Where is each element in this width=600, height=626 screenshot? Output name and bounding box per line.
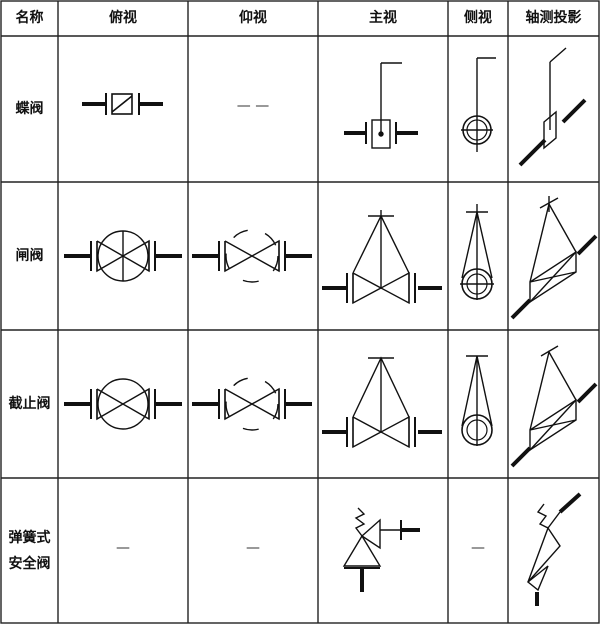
- butterfly-valve-bottom-view-dash: — —: [236, 98, 270, 114]
- row-name-butterfly-valve: 蝶阀: [15, 101, 44, 117]
- row-name-gate-valve: 闸阀: [15, 248, 44, 264]
- globe-valve-side-view-symbol: [461, 355, 493, 446]
- header-bottom-view: 仰视: [239, 10, 267, 26]
- row-name-globe-valve: 截止阀: [8, 396, 51, 412]
- safety-valve-axonometric-symbol: [526, 492, 582, 606]
- gate-valve-front-view-symbol: [322, 210, 442, 305]
- gate-valve-side-view-symbol: [460, 204, 494, 300]
- safety-valve-side-view-dash: —: [471, 540, 485, 556]
- globe-valve-front-view-symbol: [322, 356, 442, 449]
- header-top-view: 俯视: [109, 10, 137, 26]
- row-name-safety-valve-line2: 安全阀: [8, 556, 51, 572]
- safety-valve-top-view-dash: —: [116, 540, 130, 556]
- gate-valve-axonometric-symbol: [510, 196, 598, 320]
- globe-valve-axonometric-symbol: [510, 345, 598, 468]
- header-name: 名称: [15, 10, 44, 26]
- gate-valve-top-view-symbol: [64, 230, 182, 282]
- header-front-view: 主视: [369, 10, 397, 26]
- header-axonometric: 轴测投影: [525, 10, 582, 26]
- gate-valve-bottom-view-symbol: [192, 229, 312, 283]
- header-side-view: 侧视: [464, 10, 492, 26]
- butterfly-valve-top-view-symbol: [82, 93, 163, 115]
- safety-valve-bottom-view-dash: —: [246, 540, 260, 556]
- row-name-safety-valve-line1: 弹簧式: [8, 530, 51, 546]
- butterfly-valve-front-view-symbol: [344, 62, 418, 149]
- globe-valve-bottom-view-symbol: [192, 377, 312, 431]
- globe-valve-top-view-symbol: [64, 378, 182, 430]
- safety-valve-front-view-symbol: [342, 507, 420, 592]
- butterfly-valve-side-view-symbol: [461, 57, 496, 152]
- butterfly-valve-axonometric-symbol: [518, 47, 587, 167]
